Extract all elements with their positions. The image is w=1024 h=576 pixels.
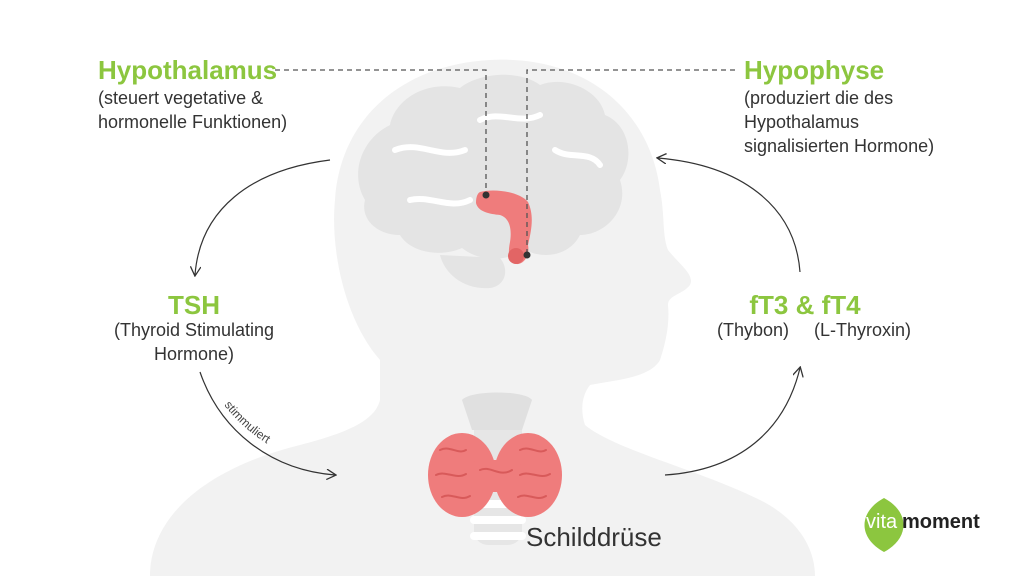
ft-title: fT3 & fT4 — [749, 290, 861, 320]
logo-part-moment: moment — [902, 511, 980, 533]
hypothalamus-leader-dot — [482, 191, 490, 199]
hypothalamus-title: Hypothalamus — [98, 55, 278, 85]
arrow-thyroid-to-ft — [664, 368, 800, 476]
arrow-hypothalamus-to-tsh — [195, 159, 331, 275]
brain-shape — [358, 74, 629, 259]
stimmuliert-label: stimmuliert — [222, 398, 274, 446]
hypophyse-title: Hypophyse — [744, 55, 885, 85]
brain-fold — [552, 147, 603, 168]
schilddruese-label: Schilddrüse — [526, 522, 662, 552]
arrow-tsh-to-thyroid — [199, 371, 335, 475]
hypophyse-leader-line — [526, 69, 735, 255]
logo-part-vita: vita — [866, 511, 898, 533]
brain-fold — [407, 196, 473, 207]
hypophyse-leader-dot — [523, 251, 531, 259]
head-silhouette — [150, 59, 815, 576]
tsh-title: TSH — [168, 290, 220, 320]
stimmuliert-label-text: stimmuliert — [222, 398, 274, 446]
hypothalamus-organ — [476, 190, 532, 265]
arrow-ft-to-hypophyse — [658, 158, 801, 273]
hypothalamus-description: (steuert vegetative & hormonelle Funktio… — [98, 88, 288, 132]
tsh-description: (Thyroid Stimulating Hormone) — [113, 320, 275, 364]
cerebellum-shape — [440, 255, 506, 289]
ft-sub-left: (Thybon) — [717, 320, 790, 340]
brain-fold — [392, 144, 468, 156]
hypothalamus-leader-line — [275, 69, 487, 195]
vitamoment-logo-leaf — [864, 498, 904, 552]
thyroid-gland — [428, 433, 562, 517]
ft-sub-right: (L-Thyroxin) — [814, 320, 912, 340]
hypophyse-description: (produziert die des Hypothalamus signali… — [744, 88, 935, 156]
brain-fold — [477, 112, 543, 123]
